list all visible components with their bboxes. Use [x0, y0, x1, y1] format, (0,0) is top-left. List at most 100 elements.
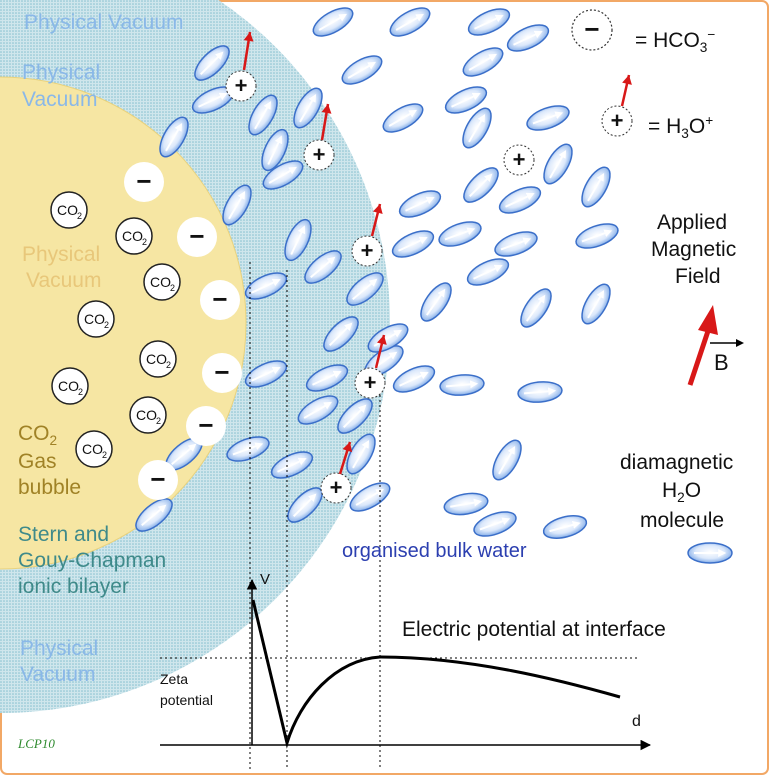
minus-ion: −: [186, 406, 226, 446]
dipole-arrows: [242, 31, 632, 475]
b-vector-label: B: [714, 350, 729, 375]
water-molecule: [526, 105, 570, 131]
svg-text:2: 2: [142, 237, 147, 247]
gas-label: Gas: [18, 450, 57, 473]
water-molecule: [346, 272, 384, 306]
water-molecule: [293, 87, 323, 129]
legend-hco3-sup: −: [707, 27, 716, 42]
legend-hco3-sub: 3: [699, 40, 708, 56]
water-molecule: [304, 250, 342, 284]
water-molecule: [438, 221, 482, 247]
svg-text:+: +: [330, 475, 343, 500]
water-molecule: [467, 8, 511, 36]
plus-ion: +: [354, 367, 386, 399]
water-molecule: [575, 223, 619, 249]
water-molecule: [517, 381, 563, 403]
red-dipole-arrow: [370, 203, 383, 237]
minus-ion: −: [124, 162, 164, 202]
legend-h3o-sub: 3: [681, 126, 689, 142]
plus-ion: +: [503, 144, 535, 176]
svg-text:+: +: [513, 147, 526, 172]
water-molecule: [367, 323, 409, 353]
water-molecule: [506, 24, 550, 52]
water-molecule: [520, 288, 552, 328]
water-molecule: [262, 160, 304, 190]
svg-text:CO: CO: [58, 378, 79, 394]
water-molecule: [382, 103, 424, 133]
svg-text:2: 2: [78, 387, 83, 397]
svg-text:CO: CO: [136, 407, 157, 423]
legend-h3o-label: = H3O+: [648, 108, 713, 147]
water-molecule: [389, 7, 431, 37]
water-molecules: [135, 7, 733, 564]
svg-text:+: +: [611, 108, 624, 133]
minus-ion: −: [138, 460, 178, 500]
svg-text:+: +: [235, 73, 248, 98]
stern-label-1: Stern and: [18, 523, 110, 546]
bubble-label: bubble: [18, 476, 82, 499]
svg-text:2: 2: [104, 320, 109, 330]
water-molecule: [392, 365, 436, 393]
watermark: LCP10: [18, 736, 55, 751]
water-molecule: [226, 436, 270, 462]
vacuum-upper-label-2: Vacuum: [22, 88, 98, 111]
h2o-label: H2O: [662, 478, 701, 511]
minus-ion: −: [202, 353, 242, 393]
zeta-label-2: potential: [160, 692, 213, 708]
legend-eq-1: =: [635, 29, 648, 52]
hydronium-ions: + + + + + + +: [225, 70, 633, 504]
water-molecule: [191, 86, 235, 114]
water-molecule: [543, 143, 573, 185]
b-vector-arrow: [710, 339, 744, 347]
svg-text:+: +: [313, 142, 326, 167]
co2-gas-label: CO2: [18, 421, 57, 454]
plus-ion: +: [351, 235, 383, 267]
water-molecule: [346, 433, 376, 475]
water-molecule: [244, 272, 288, 300]
water-molecule: [222, 184, 252, 226]
water-molecule: [473, 511, 517, 537]
water-molecule: [337, 398, 373, 434]
plus-ion: +: [225, 70, 257, 102]
water-molecule: [439, 374, 485, 396]
svg-text:−: −: [214, 357, 229, 387]
minus-ion: −: [177, 217, 217, 257]
stern-label-3: ionic bilayer: [18, 575, 129, 598]
water-molecule: [244, 360, 288, 388]
svg-text:+: +: [361, 238, 374, 263]
vacuum-top-label: Physical Vacuum: [24, 11, 184, 34]
water-molecule: [248, 94, 278, 136]
legend-h3o-h: H: [666, 115, 682, 138]
water-molecule: [398, 190, 442, 218]
water-molecule: [270, 451, 314, 479]
red-dipole-arrow: [338, 441, 353, 475]
svg-text:−: −: [189, 221, 204, 251]
stern-label-2: Gouy-Chapman: [18, 549, 167, 572]
svg-text:CO: CO: [146, 351, 167, 367]
svg-text:−: −: [584, 14, 599, 44]
legend-hco3-symbol: −: [571, 9, 613, 51]
water-molecule: [443, 492, 489, 516]
vacuum-inner-label-2: Vacuum: [26, 269, 102, 292]
svg-text:−: −: [212, 284, 227, 314]
water-molecule: [542, 515, 588, 539]
svg-text:2: 2: [166, 360, 171, 370]
zeta-label-1: Zeta: [160, 671, 189, 687]
applied-label-2: Magnetic: [651, 238, 737, 261]
vacuum-upper-label-1: Physical: [22, 61, 101, 84]
co2-gas-label-sub: 2: [49, 433, 58, 449]
water-molecule: [466, 258, 510, 286]
h2o-o: O: [684, 479, 702, 502]
svg-text:2: 2: [77, 211, 82, 221]
legend-h3o-sup: +: [705, 113, 714, 128]
water-molecule: [305, 364, 349, 392]
red-dipole-arrow: [620, 74, 632, 107]
plus-ion: +: [303, 139, 335, 171]
vacuum-lower-label-2: Vacuum: [20, 663, 96, 686]
